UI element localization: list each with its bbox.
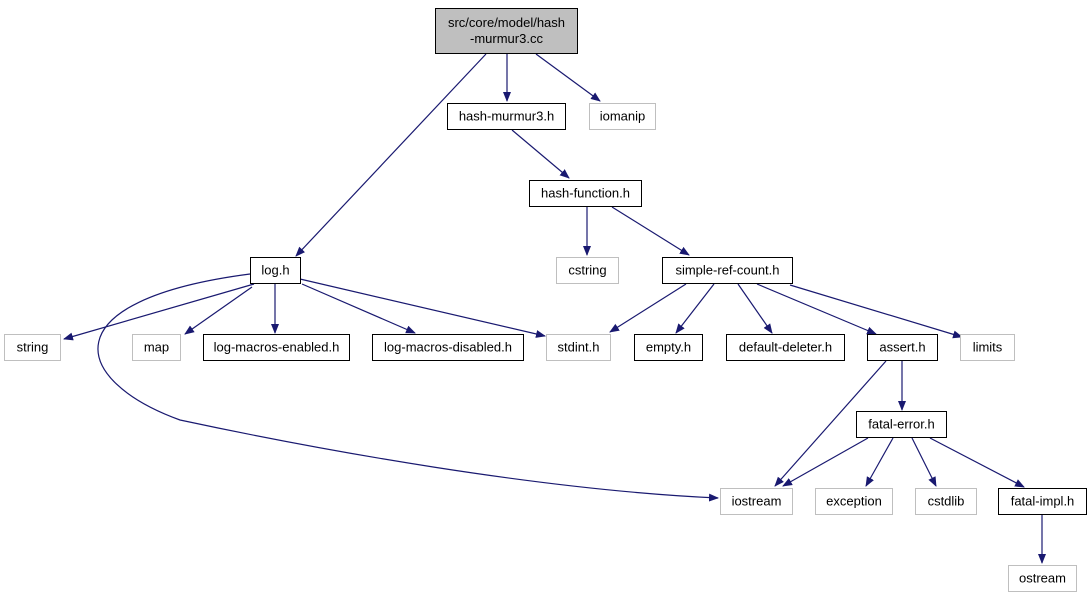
- node-label: hash-murmur3.h: [459, 109, 554, 124]
- node-label: log.h: [261, 263, 289, 278]
- edge-simple-ref-count-h-to-stdint-h: [609, 283, 687, 333]
- edge-simple-ref-count-h-to-default-deleter-h: [737, 283, 773, 334]
- node-box: [589, 103, 656, 130]
- node-iomanip: iomanip: [589, 103, 656, 130]
- node-label: exception: [826, 494, 882, 509]
- edge-root-to-log-h: [295, 53, 487, 257]
- node-label: assert.h: [879, 340, 925, 355]
- node-label: -murmur3.cc: [470, 31, 543, 46]
- node-box: [250, 257, 301, 284]
- node-simple-ref-count-h[interactable]: simple-ref-count.h: [662, 257, 793, 284]
- node-exception: exception: [815, 488, 893, 515]
- node-label: iostream: [732, 494, 782, 509]
- edge-log-h-to-stdint-h: [299, 278, 546, 338]
- node-label: fatal-error.h: [868, 417, 934, 432]
- edge-fatal-error-h-to-fatal-impl-h: [929, 437, 1025, 488]
- edge-log-h-to-map: [184, 286, 253, 335]
- node-log-macros-disabled-h[interactable]: log-macros-disabled.h: [372, 334, 524, 361]
- node-label: simple-ref-count.h: [675, 263, 779, 278]
- node-iostream: iostream: [720, 488, 793, 515]
- node-log-h[interactable]: log.h: [250, 257, 301, 284]
- edge-log-h-to-log-macros-disabled-h: [301, 283, 416, 334]
- node-box: [960, 334, 1015, 361]
- node-cstdlib: cstdlib: [915, 488, 977, 515]
- node-box: [726, 334, 845, 361]
- node-label: string: [17, 340, 49, 355]
- edge-simple-ref-count-h-to-limits: [789, 284, 963, 339]
- edge-simple-ref-count-h-to-empty-h: [675, 283, 715, 334]
- node-box: [634, 334, 703, 361]
- edge-assert-h-to-iostream: [774, 360, 887, 487]
- edge-fatal-error-h-to-exception: [865, 437, 894, 487]
- node-empty-h[interactable]: empty.h: [634, 334, 703, 361]
- node-box: [435, 8, 578, 54]
- node-label: limits: [973, 340, 1003, 355]
- node-string: string: [4, 334, 61, 361]
- node-label: map: [144, 340, 169, 355]
- node-hash-function-h[interactable]: hash-function.h: [529, 180, 642, 207]
- node-label: stdint.h: [558, 340, 600, 355]
- node-box: [546, 334, 611, 361]
- node-limits: limits: [960, 334, 1015, 361]
- node-root[interactable]: src/core/model/hash-murmur3.cc: [435, 8, 578, 54]
- node-map: map: [132, 334, 181, 361]
- node-assert-h[interactable]: assert.h: [867, 334, 938, 361]
- node-box: [998, 488, 1087, 515]
- node-label: cstdlib: [928, 494, 965, 509]
- node-box: [529, 180, 642, 207]
- node-fatal-impl-h[interactable]: fatal-impl.h: [998, 488, 1087, 515]
- node-ostream: ostream: [1008, 565, 1077, 592]
- node-box: [856, 411, 947, 438]
- edge-fatal-error-h-to-cstdlib: [911, 437, 937, 487]
- edge-hash-murmur3-h-to-hash-function-h: [511, 129, 570, 179]
- node-box: [867, 334, 938, 361]
- node-box: [203, 334, 350, 361]
- edges-layer: [63, 53, 1046, 564]
- node-default-deleter-h[interactable]: default-deleter.h: [726, 334, 845, 361]
- node-label: iomanip: [600, 109, 646, 124]
- node-cstring: cstring: [556, 257, 619, 284]
- node-box: [815, 488, 893, 515]
- node-box: [915, 488, 977, 515]
- nodes-layer: src/core/model/hash-murmur3.cc hash-murmu…: [4, 8, 1087, 592]
- node-box: [1008, 565, 1077, 592]
- edge-hash-function-h-to-simple-ref-count-h: [611, 206, 690, 256]
- edge-log-h-to-string: [63, 283, 255, 341]
- node-box: [662, 257, 793, 284]
- node-box: [447, 103, 566, 130]
- node-label: empty.h: [646, 340, 691, 355]
- node-box: [132, 334, 181, 361]
- node-stdint-h: stdint.h: [546, 334, 611, 361]
- edge-simple-ref-count-h-to-assert-h: [756, 283, 877, 335]
- edge-root-to-iomanip: [535, 53, 601, 102]
- edge-log-h-to-iostream: [97, 273, 719, 502]
- node-box: [720, 488, 793, 515]
- node-label: hash-function.h: [541, 186, 630, 201]
- node-box: [372, 334, 524, 361]
- node-label: src/core/model/hash: [448, 15, 565, 30]
- node-label: log-macros-disabled.h: [384, 340, 512, 355]
- node-fatal-error-h[interactable]: fatal-error.h: [856, 411, 947, 438]
- node-label: log-macros-enabled.h: [214, 340, 340, 355]
- node-hash-murmur3-h[interactable]: hash-murmur3.h: [447, 103, 566, 130]
- node-log-macros-enabled-h[interactable]: log-macros-enabled.h: [203, 334, 350, 361]
- node-label: ostream: [1019, 571, 1066, 586]
- node-label: fatal-impl.h: [1011, 494, 1075, 509]
- edge-fatal-error-h-to-iostream: [782, 437, 869, 487]
- node-label: cstring: [568, 263, 606, 278]
- node-label: default-deleter.h: [739, 340, 832, 355]
- node-box: [556, 257, 619, 284]
- node-box: [4, 334, 61, 361]
